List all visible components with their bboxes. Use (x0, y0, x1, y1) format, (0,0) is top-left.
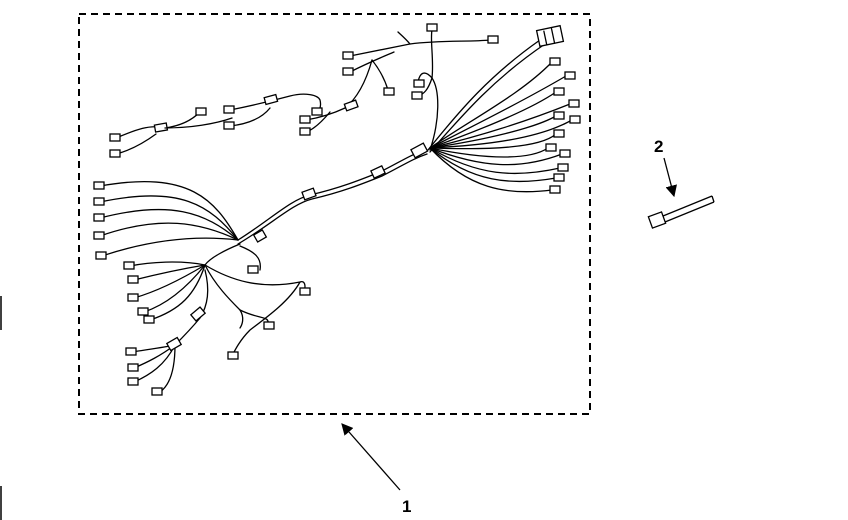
harness-lower-branches (123, 243, 311, 396)
wire-harness (93, 23, 581, 396)
kit-boundary-box (78, 13, 591, 415)
harness-right-fan (429, 57, 581, 194)
harness-multi-pin-connector (427, 24, 565, 153)
callout-label-part-2: 2 (654, 137, 663, 156)
harness-left-fan (93, 181, 239, 260)
harness-top-branches (299, 23, 499, 151)
callout-label-part-1: 1 (402, 497, 411, 516)
harness-main-trunk (237, 142, 429, 245)
cable-tie (647, 195, 715, 229)
callout-1-leader-arrow (341, 423, 401, 491)
callout-2-leader-arrow (663, 157, 677, 198)
harness-upper-left-branches (109, 93, 323, 158)
